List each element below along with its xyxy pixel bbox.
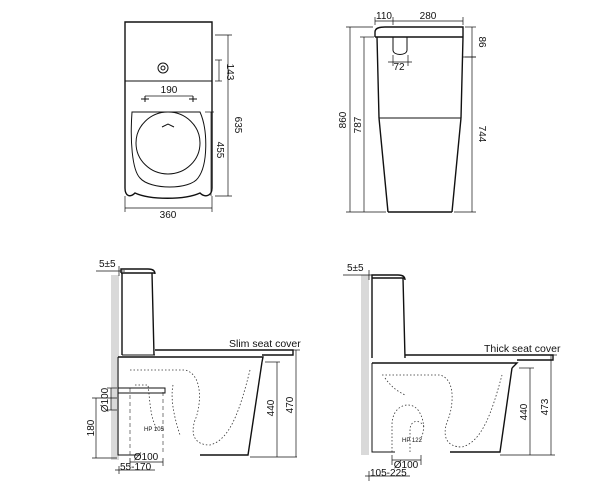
dim-setout-slim: 55-170	[120, 462, 152, 473]
dim-cistern-depth: 280	[420, 11, 437, 22]
dim-total-height: 860	[338, 111, 349, 128]
dim-total-height-thick: 473	[540, 398, 551, 415]
dim-bottom-outlet-thick: Ø100	[394, 460, 419, 471]
flush-button-circle	[157, 62, 169, 74]
section-thick-seat: 5±5 HP 122 Ø100 105-225 Thick seat cover	[343, 263, 561, 481]
dim-bowl-length: 455	[214, 142, 225, 159]
trap-code-thick: HP 122	[402, 438, 423, 444]
top-view: 143 635 455 190 360	[124, 21, 243, 221]
dim-tank-depth: 143	[224, 64, 235, 81]
bowl-outline	[130, 111, 207, 188]
dim-bottom-outlet-slim: Ø100	[134, 452, 159, 463]
dim-seat-height-slim: 440	[266, 399, 277, 416]
side-view: 110 280 72 86 744 860 787	[338, 11, 487, 213]
bowl-internal-slim	[130, 369, 251, 446]
dim-pan-height-right: 744	[476, 126, 487, 143]
bowl-opening	[135, 111, 201, 175]
trap-thick	[391, 404, 426, 452]
seat-label-slim: Slim seat cover	[229, 338, 301, 350]
trap-code-slim: HP 105	[144, 427, 165, 433]
dim-width: 360	[160, 210, 177, 221]
wall-thick	[361, 275, 369, 455]
side-view-outline	[374, 26, 464, 37]
dim-wall-gap-slim: 5±5	[99, 259, 116, 270]
dim-outlet-diameter-slim: Ø100	[100, 387, 111, 412]
dim-pan-height-left: 787	[353, 116, 364, 133]
bowl-internal-thick	[382, 374, 503, 448]
dim-total-height-slim: 470	[285, 396, 296, 413]
dim-wall-gap-thick: 5±5	[347, 263, 364, 274]
section-slim-seat: 5±5 Ø100 180 HP 105 Ø10	[86, 259, 301, 474]
flush-button-profile	[392, 37, 408, 55]
top-view-outline	[124, 21, 213, 199]
dim-total-length: 635	[232, 117, 243, 134]
dim-outlet-height-slim: 180	[86, 419, 97, 436]
seat-label-thick: Thick seat cover	[484, 343, 561, 355]
dim-lid-thickness: 86	[476, 36, 487, 48]
wall-slim	[111, 275, 119, 460]
dim-seat-height-thick: 440	[519, 403, 530, 420]
dim-lid-offset: 110	[376, 11, 392, 22]
dim-button-offset: 72	[393, 62, 405, 73]
dim-seat-fix-spacing: 190	[161, 85, 178, 96]
dim-setout-thick: 105-225	[370, 468, 407, 479]
